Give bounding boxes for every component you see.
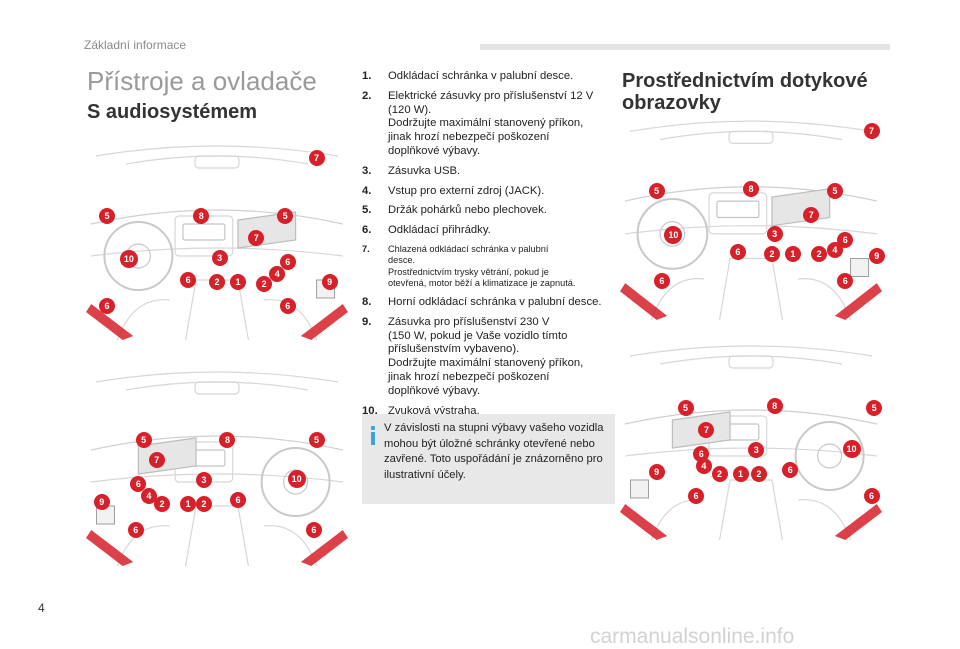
- callout-badge-5: 5: [678, 400, 694, 416]
- callout-badge-5: 5: [827, 183, 843, 199]
- callout-badge-5: 5: [649, 183, 665, 199]
- dashboard-drawing: [620, 115, 882, 320]
- header-divider: [480, 44, 890, 50]
- legend-item-6: 6.Odkládací přihrádky.: [362, 224, 612, 238]
- info-icon: [370, 426, 376, 446]
- callout-badge-2: 2: [751, 466, 767, 482]
- callout-badge-7: 7: [309, 150, 325, 166]
- callout-badge-5: 5: [309, 432, 325, 448]
- legend-item-4: 4.Vstup pro externí zdroj (JACK).: [362, 185, 612, 199]
- subtitle-audio: S audiosystémem: [87, 101, 257, 124]
- callout-badge-3: 3: [196, 472, 212, 488]
- callout-badge-6: 6: [99, 298, 115, 314]
- legend-item-5: 5.Držák pohárků nebo plechovek.: [362, 204, 612, 218]
- callout-badge-10: 10: [843, 440, 861, 458]
- callout-badge-10: 10: [120, 250, 138, 268]
- legend-item-1: 1.Odkládací schránka v palubní desce.: [362, 70, 612, 84]
- callout-badge-6: 6: [688, 488, 704, 504]
- callout-badge-8: 8: [743, 181, 759, 197]
- page-title: Přístroje a ovladače: [87, 66, 317, 97]
- callout-badge-10: 10: [288, 470, 306, 488]
- callout-badge-2: 2: [154, 496, 170, 512]
- legend-item-3: 3.Zásuvka USB.: [362, 165, 612, 179]
- subtitle-touchscreen: Prostřednictvím dotykové obrazovky: [622, 70, 882, 114]
- dashboard-drawing: [620, 340, 882, 540]
- callout-badge-9: 9: [94, 494, 110, 510]
- legend-item-8: 8.Horní odkládací schránka v palubní des…: [362, 296, 612, 310]
- callout-badge-9: 9: [649, 464, 665, 480]
- callout-badge-6: 6: [864, 488, 880, 504]
- callout-badge-9: 9: [322, 274, 338, 290]
- legend-list: 1.Odkládací schránka v palubní desce. 2.…: [362, 70, 612, 424]
- legend-item-2: 2.Elektrické zásuvky pro příslušenství 1…: [362, 90, 612, 159]
- callout-badge-6: 6: [128, 522, 144, 538]
- callout-badge-5: 5: [866, 400, 882, 416]
- callout-badge-2: 2: [712, 466, 728, 482]
- info-note: V závislosti na stupni výbavy vašeho voz…: [362, 414, 615, 504]
- callout-badge-6: 6: [230, 492, 246, 508]
- callout-badge-2: 2: [209, 274, 225, 290]
- callout-badge-7: 7: [864, 123, 880, 139]
- page-number: 4: [38, 601, 45, 615]
- legend-item-9: 9.Zásuvka pro příslušenství 230 V(150 W,…: [362, 316, 612, 399]
- info-note-text: V závislosti na stupni výbavy vašeho voz…: [384, 421, 606, 483]
- section-header: Základní informace: [84, 38, 186, 52]
- callout-badge-6: 6: [306, 522, 322, 538]
- callout-badge-2: 2: [196, 496, 212, 512]
- callout-badge-7: 7: [149, 452, 165, 468]
- callout-badge-3: 3: [767, 226, 783, 242]
- callout-badge-3: 3: [212, 250, 228, 266]
- callout-badge-1: 1: [733, 466, 749, 482]
- callout-badge-5: 5: [136, 432, 152, 448]
- callout-badge-6: 6: [654, 273, 670, 289]
- callout-badge-5: 5: [277, 208, 293, 224]
- callout-badge-4: 4: [696, 458, 712, 474]
- callout-badge-8: 8: [767, 398, 783, 414]
- callout-badge-1: 1: [230, 274, 246, 290]
- callout-badge-9: 9: [869, 248, 885, 264]
- callout-badge-5: 5: [99, 208, 115, 224]
- watermark-text: carmanualsonline.info: [590, 625, 794, 649]
- callout-badge-6: 6: [280, 298, 296, 314]
- dashboard-drawing: [86, 140, 348, 340]
